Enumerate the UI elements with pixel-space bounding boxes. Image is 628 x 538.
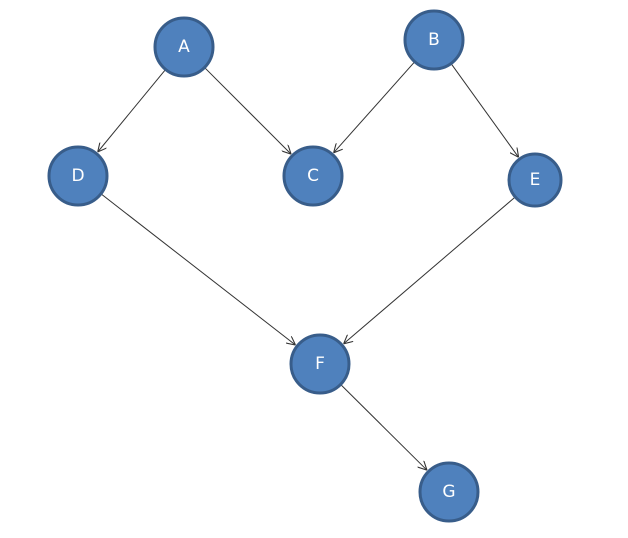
node-c: C [282, 145, 344, 207]
node-b: B [403, 9, 465, 71]
node-g: G [418, 461, 480, 523]
node-f: F [289, 333, 351, 395]
edge-b-to-e [451, 64, 519, 157]
node-label: F [315, 354, 325, 374]
edge-d-to-f [101, 194, 296, 345]
edge-b-to-c [334, 62, 415, 152]
edge-f-to-g [340, 384, 427, 470]
node-d: D [47, 145, 109, 207]
nodes-layer: A B C D E F G [47, 9, 563, 523]
edges-layer [98, 62, 519, 470]
node-label: D [71, 166, 84, 186]
node-label: A [178, 37, 190, 57]
node-circle [282, 145, 344, 207]
edge-a-to-d [98, 69, 166, 152]
edge-e-to-f [344, 197, 515, 344]
node-e: E [507, 152, 563, 208]
node-label: B [428, 30, 440, 50]
node-circle [47, 145, 109, 207]
node-circle [153, 16, 215, 78]
node-circle [289, 333, 351, 395]
node-label: C [307, 166, 319, 186]
node-circle [403, 9, 465, 71]
edge-a-to-c [204, 67, 291, 154]
node-a: A [153, 16, 215, 78]
node-circle [507, 152, 563, 208]
node-label: E [530, 170, 541, 190]
node-label: G [442, 482, 455, 502]
node-circle [418, 461, 480, 523]
